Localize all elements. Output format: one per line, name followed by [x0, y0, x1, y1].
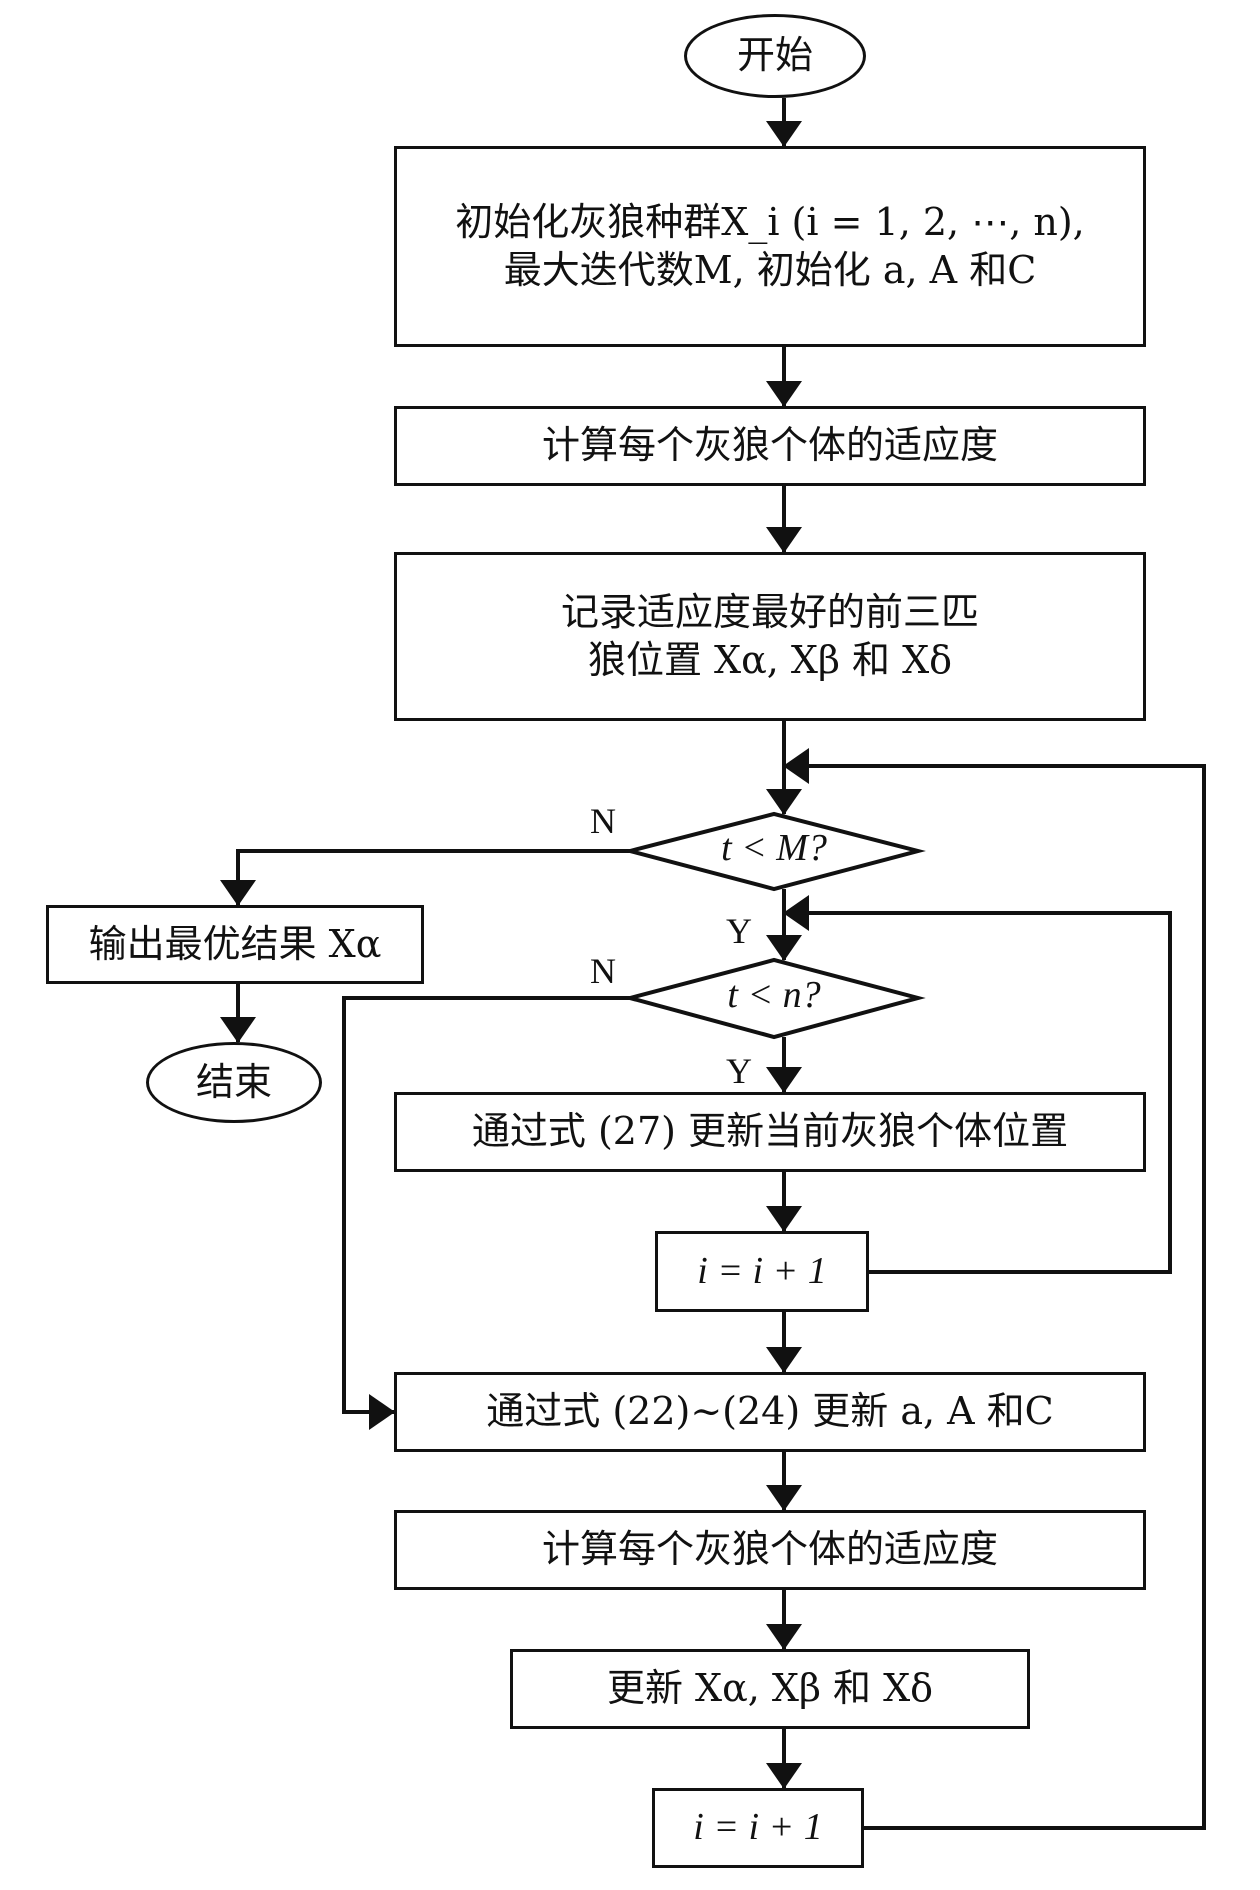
output-text: 输出最优结果 Xα: [88, 921, 382, 966]
update-position-text: 通过式 (27) 更新当前灰狼个体位置: [471, 1109, 1069, 1154]
label-no-condn: N: [590, 951, 616, 991]
start-node: 开始: [684, 14, 866, 98]
update-aAC-node: 通过式 (22)~(24) 更新 a, A 和C: [394, 1372, 1146, 1452]
update-leaders-text: 更新 Xα, Xβ 和 Xδ: [606, 1666, 934, 1711]
decision-t-less-M-text: t < M?: [721, 827, 827, 869]
arrow-inc1-loop-condn: [783, 895, 1172, 1274]
increment-text-2: i = i + 1: [693, 1806, 823, 1849]
update-leaders-node: 更新 Xα, Xβ 和 Xδ: [510, 1649, 1030, 1729]
fitness-text-2: 计算每个灰狼个体的适应度: [541, 1527, 998, 1572]
decision-t-less-n-text: t < n?: [727, 974, 821, 1016]
decision-t-less-M: [622, 811, 926, 892]
fitness-node-2: 计算每个灰狼个体的适应度: [394, 1510, 1146, 1590]
label-no-condM: N: [590, 801, 616, 841]
update-aAC-text: 通过式 (22)~(24) 更新 a, A 和C: [486, 1389, 1054, 1434]
end-text: 结束: [195, 1059, 272, 1104]
init-line2: 最大迭代数M, 初始化 a, A 和C: [503, 247, 1037, 292]
increment-text-1: i = i + 1: [697, 1249, 827, 1292]
decision-t-less-n: [622, 957, 926, 1040]
arrow-condn-no-updateaAC: [342, 996, 630, 1430]
increment-node-1: i = i + 1: [655, 1231, 869, 1312]
output-node: 输出最优结果 Xα: [46, 905, 424, 984]
record-node: 记录适应度最好的前三匹 狼位置 Xα, Xβ 和 Xδ: [394, 552, 1146, 721]
start-text: 开始: [736, 33, 813, 78]
init-node: 初始化灰狼种群X_i (i = 1, 2, ⋯, n), 最大迭代数M, 初始化…: [394, 146, 1146, 347]
increment-node-2: i = i + 1: [652, 1788, 864, 1868]
init-line1: 初始化灰狼种群X_i (i = 1, 2, ⋯, n),: [455, 200, 1085, 244]
update-position-node: 通过式 (27) 更新当前灰狼个体位置: [394, 1092, 1146, 1172]
label-yes-condn: Y: [726, 1051, 752, 1091]
end-node: 结束: [146, 1042, 322, 1123]
arrow-inc2-loop-condM: [783, 748, 1206, 1830]
label-yes-condM: Y: [726, 911, 752, 951]
fitness-text-1: 计算每个灰狼个体的适应度: [541, 423, 998, 468]
record-line2: 狼位置 Xα, Xβ 和 Xδ: [587, 637, 953, 682]
record-line1: 记录适应度最好的前三匹: [560, 590, 979, 634]
arrow-condM-no-output: [220, 849, 630, 906]
fitness-node-1: 计算每个灰狼个体的适应度: [394, 406, 1146, 486]
